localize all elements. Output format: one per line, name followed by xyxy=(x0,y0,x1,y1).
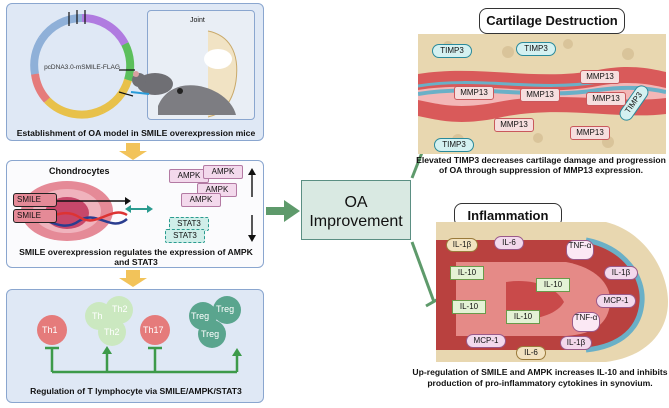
cytokine-il10-1: IL-10 xyxy=(450,266,484,280)
cytokine-mcp1-2: MCP-1 xyxy=(466,334,506,348)
cytokine-il10-4: IL-10 xyxy=(506,310,540,324)
down-arrow-2 xyxy=(119,270,147,287)
th17-label: Th17 xyxy=(143,325,164,335)
mmp13-3: MMP13 xyxy=(520,88,560,102)
plasmid-map: pcDNA3.0-mSMILE-FLAG xyxy=(30,10,135,119)
synovium-image xyxy=(436,222,668,362)
ampk-box-2: AMPK xyxy=(203,165,243,179)
mmp13-1: MMP13 xyxy=(580,70,620,84)
oa-improvement-box: OA Improvement xyxy=(301,180,411,240)
cytokine-il1b-2: IL-1β xyxy=(604,266,638,280)
improvement-label: Improvement xyxy=(309,213,403,230)
joint-image xyxy=(158,30,238,118)
mmp13-6: MMP13 xyxy=(570,126,610,140)
timp3-1: TIMP3 xyxy=(432,44,472,58)
chondrocytes-label: Chondrocytes xyxy=(49,166,110,176)
down-arrow-icon xyxy=(248,215,256,242)
cytokine-il6-2: IL-6 xyxy=(516,346,546,360)
cytokine-il6-1: IL-6 xyxy=(494,236,524,250)
teal-double-arrow xyxy=(125,205,153,213)
cytokine-tnfa-1: TNF-α xyxy=(566,240,594,260)
panel-chondrocytes: Chondrocytes SMILE SMILE AMPK AMPK AMPK … xyxy=(6,160,264,268)
joint-inset: Joint xyxy=(147,10,255,120)
mouse-image xyxy=(130,71,173,95)
cartilage-title: Cartilage Destruction xyxy=(479,8,625,34)
treg-label-2: Treg xyxy=(216,304,235,314)
cytokine-il1b-3: IL-1β xyxy=(560,336,592,350)
cytokine-tnfa-2: TNF-α xyxy=(572,312,600,332)
panel2-caption-line1: SMILE overexpression regulates the expre… xyxy=(19,247,253,257)
cartilage-caption-line1: Elevated TIMP3 decreases cartilage damag… xyxy=(416,155,666,165)
timp3-2: TIMP3 xyxy=(516,42,556,56)
smile-box-1: SMILE xyxy=(13,193,57,207)
cytokine-il10-3: IL-10 xyxy=(452,300,486,314)
stat3-box-2: STAT3 xyxy=(165,229,205,243)
oa-label: OA xyxy=(344,194,368,211)
panel2-caption-line2: and STAT3 xyxy=(114,257,158,267)
cytokine-il1b-1: IL-1β xyxy=(446,238,478,252)
ampk-box-4: AMPK xyxy=(181,193,221,207)
mmp13-4: MMP13 xyxy=(586,92,626,106)
smile-box-2: SMILE xyxy=(13,209,57,223)
panel-t-lymphocyte: Th1 Th Th2 Th2 Th17 Treg Treg Treg Regul… xyxy=(6,289,264,403)
green-right-arrow xyxy=(266,200,300,222)
cartilage-caption-line2: of OA through suppression of MMP13 expre… xyxy=(438,165,644,175)
mmp13-2: MMP13 xyxy=(454,86,494,100)
th2-label-1: Th2 xyxy=(112,304,128,314)
up-arrow-icon xyxy=(248,168,256,197)
panel3-caption: Regulation of T lymphocyte via SMILE/AMP… xyxy=(30,386,242,396)
plasmid-label: pcDNA3.0-mSMILE-FLAG xyxy=(44,64,120,71)
down-arrow-1 xyxy=(119,143,147,160)
inflammation-caption-line2: production of pro-inflammatory cytokines… xyxy=(427,378,653,388)
joint-label: Joint xyxy=(190,17,205,24)
th2-label-2: Th2 xyxy=(104,327,120,337)
treg-label-1: Treg xyxy=(191,311,210,321)
inflammation-caption-line1: Up-regulation of SMILE and AMPK increase… xyxy=(412,367,668,377)
treg-label-3: Treg xyxy=(201,329,220,339)
th1-label: Th1 xyxy=(42,325,58,335)
cytokine-il10-2: IL-10 xyxy=(536,278,570,292)
th-label: Th xyxy=(92,311,103,321)
panel-oa-model: pcDNA3.0-mSMILE-FLAG Joint Establishment… xyxy=(6,3,264,141)
cytokine-mcp1-1: MCP-1 xyxy=(596,294,636,308)
mmp13-5: MMP13 xyxy=(494,118,534,132)
timp3-4: TIMP3 xyxy=(434,138,474,152)
panel1-caption: Establishment of OA model in SMILE overe… xyxy=(16,128,256,138)
t-cell-diagram xyxy=(37,296,242,374)
